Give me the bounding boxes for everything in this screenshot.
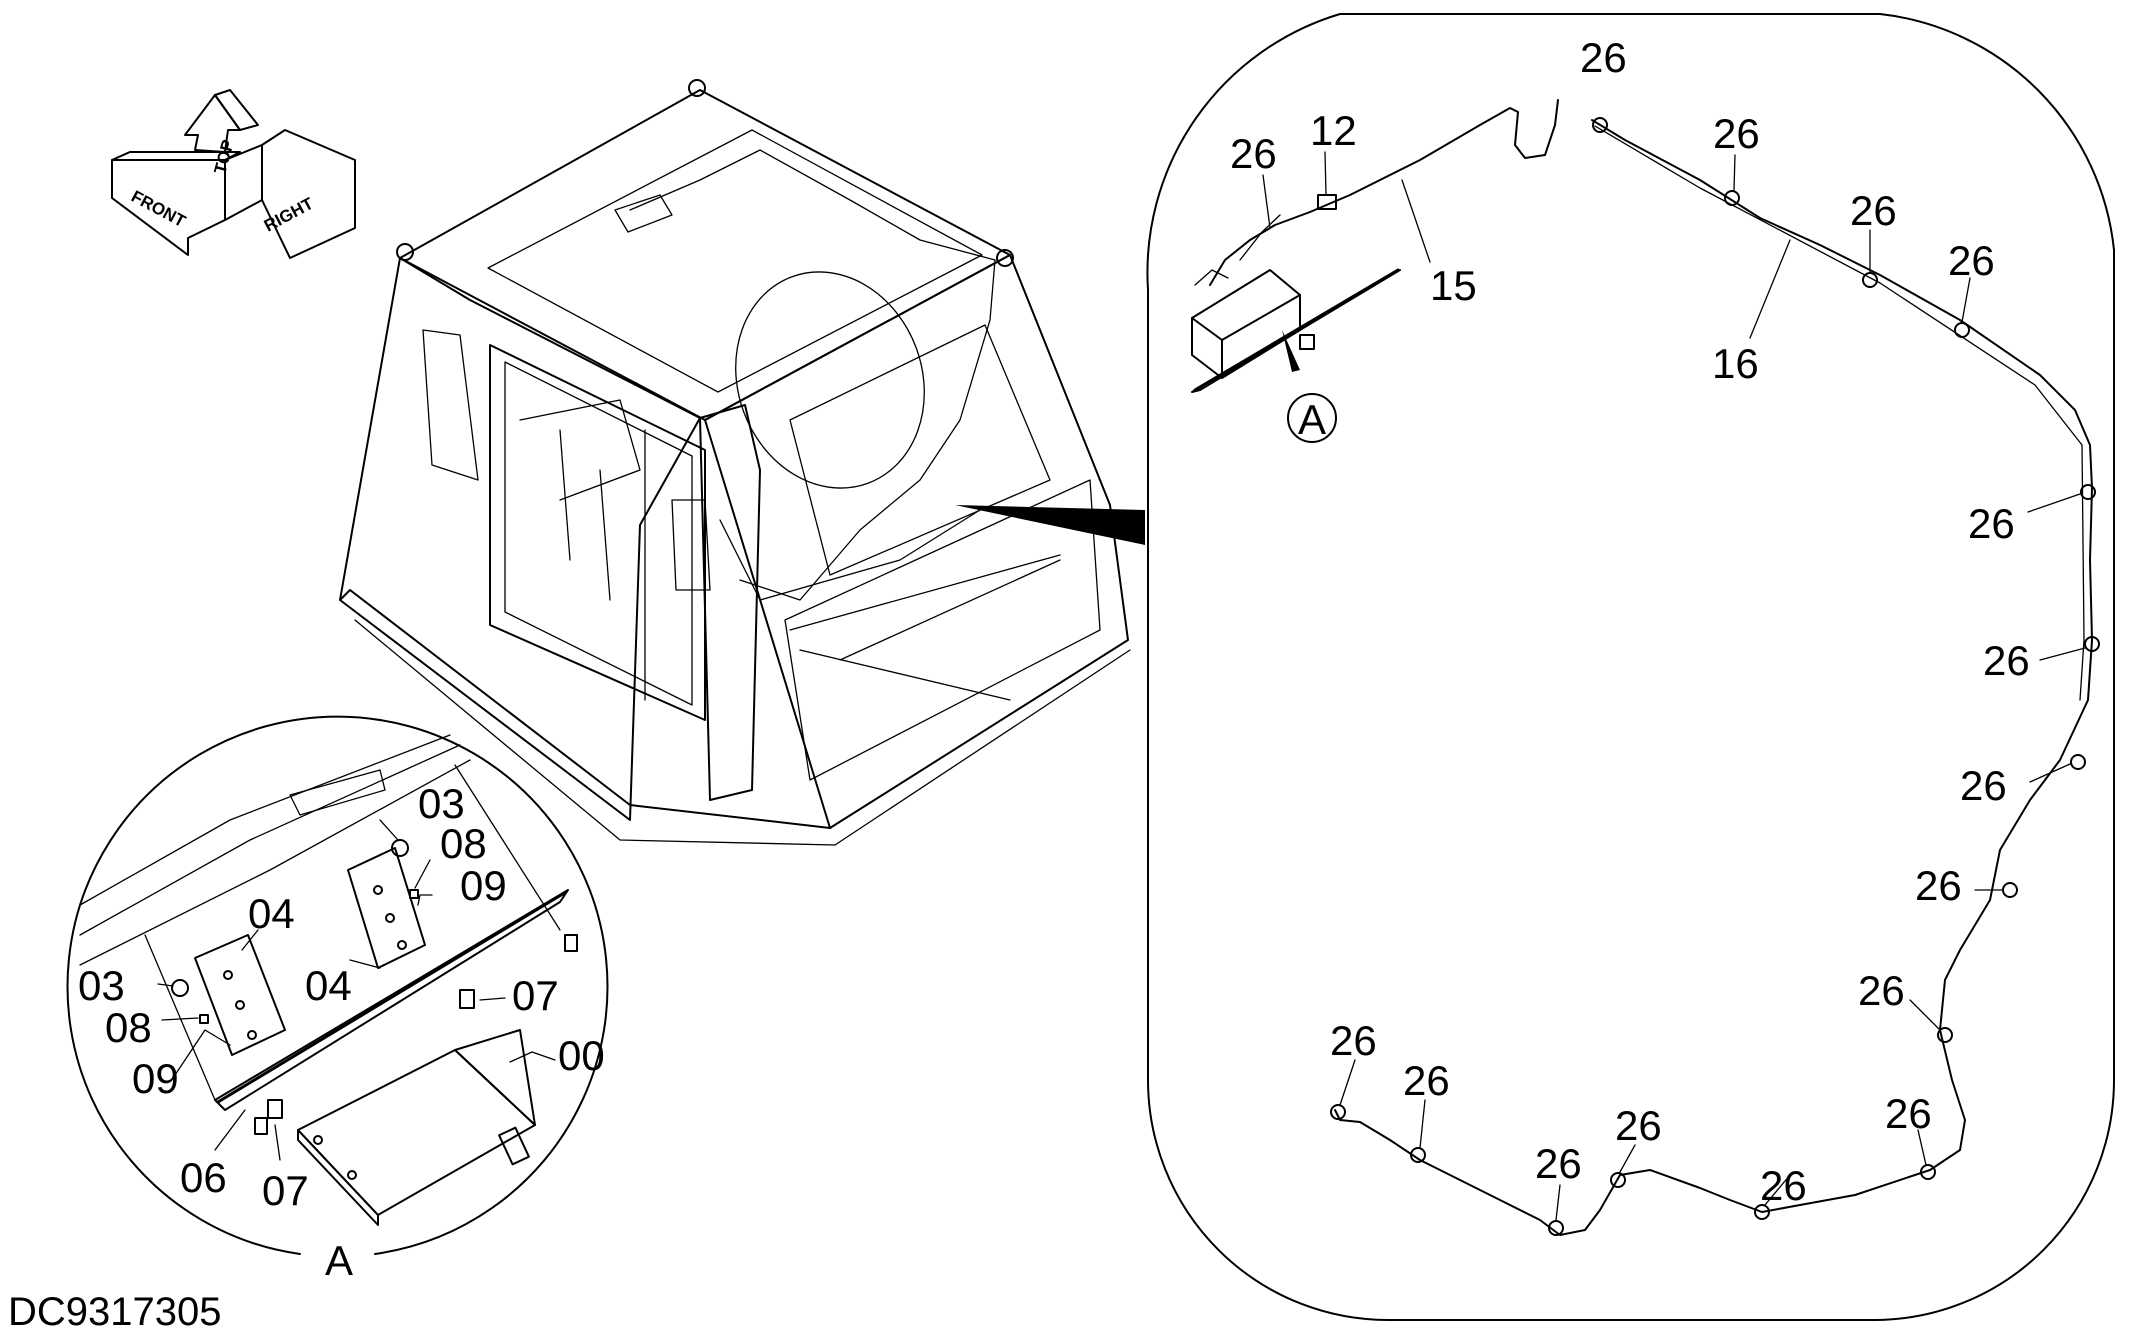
part-label-26: 26 [1230,130,1277,177]
control-unit: A [1191,268,1401,443]
clamp-icon [2084,636,2100,652]
part-label-07: 07 [512,972,559,1019]
part-label-08: 08 [440,820,487,867]
bracket-04-right [347,847,426,969]
clamp-icon [1954,322,1970,338]
part-label-16: 16 [1712,340,1759,387]
cab-right-side [704,254,1129,829]
clamp-icon [1610,1172,1626,1188]
clamp-icon [1410,1147,1426,1163]
detail-a-marker [1287,393,1337,443]
cab-assembly [339,79,1145,846]
clamp-icon [1862,272,1878,288]
part-label-08: 08 [105,1004,152,1051]
part-label-26: 26 [1713,110,1760,157]
leader-lines [1262,151,2086,1221]
part-label-06: 06 [180,1154,227,1201]
part-label-07: 07 [262,1167,309,1214]
part-label-03: 03 [418,780,465,827]
harness-detail-view: A [1146,13,2115,1322]
cab-roof [399,89,1011,421]
top-label: TOP [211,138,238,176]
part-label-26: 26 [1968,500,2015,547]
part-label-26: 26 [1858,967,1905,1014]
bracket-04-left [194,934,286,1056]
clamp-icon [2002,882,2018,898]
nut-03 [391,839,409,857]
part-label-26: 26 [1580,34,1627,81]
bolt-06 [254,1117,268,1135]
cab-left-side [339,257,701,821]
part-label-26: 26 [1760,1162,1807,1209]
view-pointer [955,505,1145,545]
part-label-26: 26 [1948,237,1995,284]
detail-a-marker-label: A [1298,396,1326,443]
washer-08 [409,889,419,899]
orientation-indicator: FRONT TOP RIGHT [111,89,356,259]
document-code: DC9317305 [8,1290,222,1334]
controller-00 [297,1029,536,1226]
part-label-09: 09 [132,1055,179,1102]
part-label-26: 26 [1850,187,1897,234]
part-label-26: 26 [1885,1090,1932,1137]
washer-08 [199,1014,209,1024]
detail-a-view: A [66,715,609,1284]
detail-a-pointer [1282,330,1300,372]
clamp-icon [1754,1204,1770,1220]
part-label-26: 26 [1915,862,1962,909]
nut-03 [171,979,189,997]
clamp-icon [1548,1220,1564,1236]
bolt-07 [267,1099,283,1119]
bolt-07 [459,989,475,1009]
part-label-03: 03 [78,962,125,1009]
part-label-04: 04 [305,962,352,1009]
clamp-icon [1937,1027,1953,1043]
right-label: RIGHT [261,194,317,236]
detail-view-frame [1146,13,2115,1322]
part-label-26: 26 [1983,637,2030,684]
part-label-26: 26 [1615,1102,1662,1149]
harness-15 [1209,99,1559,286]
roof-harness [629,149,996,601]
bolt-06 [564,934,578,952]
clamp-icon [1330,1104,1346,1120]
part-label-09: 09 [460,862,507,909]
part-label-15: 15 [1430,262,1477,309]
clamp-icon [1724,190,1740,206]
part-label-26: 26 [1330,1017,1377,1064]
clamp-icon [1920,1164,1936,1180]
part-label-26: 26 [1535,1140,1582,1187]
clamp-icon [1592,117,1608,133]
part-label-26: 26 [1403,1057,1450,1104]
part-label-04: 04 [248,890,295,937]
clamps [1330,117,2100,1236]
part-label-00: 00 [558,1032,605,1079]
clamp-icon [2080,484,2096,500]
detail-a-caption: A [325,1237,353,1284]
part-label-12: 12 [1310,107,1357,154]
harness-16 [1334,119,2093,1236]
mounting-plate [214,889,569,1111]
cab-door-frame [489,344,706,721]
clamp-icon [2070,754,2086,770]
front-label: FRONT [128,187,189,232]
part-label-26: 26 [1960,762,2007,809]
detail-a-circle [66,715,609,1255]
